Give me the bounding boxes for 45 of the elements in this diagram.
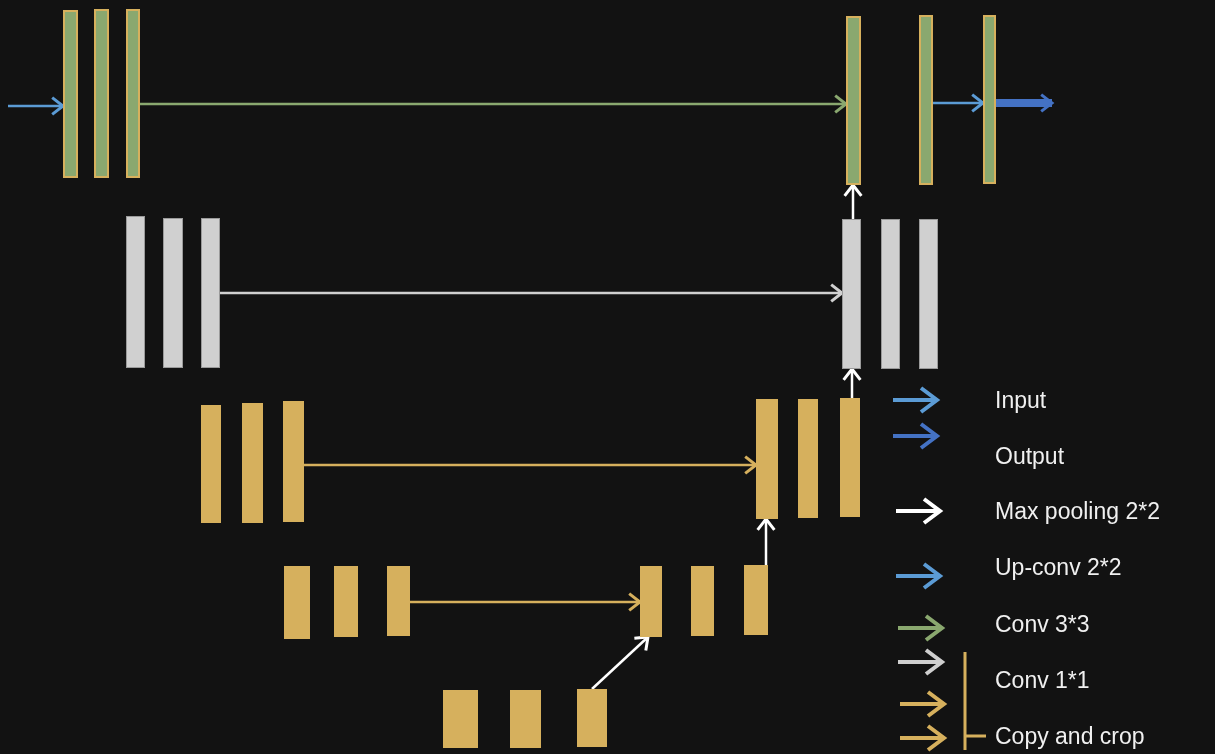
arrow xyxy=(8,96,65,116)
feature-map-bar xyxy=(919,15,933,185)
arrow xyxy=(756,517,776,565)
arrow xyxy=(843,183,863,219)
feature-map-bar xyxy=(334,566,358,637)
feature-map-bar xyxy=(94,9,109,178)
legend-label: Input xyxy=(995,386,1047,414)
feature-map-bar xyxy=(284,566,310,639)
feature-map-bar xyxy=(443,690,478,748)
arrow xyxy=(591,635,650,690)
feature-map-bar xyxy=(842,219,861,369)
feature-map-bar xyxy=(798,399,818,518)
arrow xyxy=(996,93,1054,113)
legend-label: Up-conv 2*2 xyxy=(995,553,1122,581)
feature-map-bar xyxy=(756,399,778,519)
arrow xyxy=(304,455,758,475)
legend-label: Conv 3*3 xyxy=(995,610,1090,638)
legend-label: Conv 1*1 xyxy=(995,666,1090,694)
feature-map-bar xyxy=(577,689,607,747)
feature-map-bar xyxy=(691,566,714,636)
feature-map-bar xyxy=(744,565,768,635)
feature-map-bar xyxy=(983,15,996,184)
feature-map-bar xyxy=(63,10,78,178)
feature-map-bar xyxy=(387,566,410,636)
feature-map-bar xyxy=(283,401,304,522)
feature-map-bar xyxy=(201,405,221,523)
feature-map-bar xyxy=(126,216,145,368)
arrow xyxy=(410,592,642,612)
feature-map-bar xyxy=(510,690,541,748)
legend-label: Output xyxy=(995,442,1065,470)
feature-map-bar xyxy=(846,16,861,185)
feature-map-bar xyxy=(201,218,220,368)
arrow xyxy=(842,367,862,398)
feature-map-bar xyxy=(840,398,860,517)
feature-map-bar xyxy=(881,219,900,369)
arrow xyxy=(220,283,844,303)
feature-map-bar xyxy=(126,9,140,178)
feature-map-bar xyxy=(640,566,662,637)
feature-map-bar xyxy=(919,219,938,369)
feature-map-bar xyxy=(163,218,183,368)
legend-label: Max pooling 2*2 xyxy=(995,497,1160,525)
feature-map-bar xyxy=(242,403,263,523)
arrow xyxy=(140,94,848,114)
arrow xyxy=(933,93,985,113)
legend-label: Copy and crop xyxy=(995,722,1145,750)
